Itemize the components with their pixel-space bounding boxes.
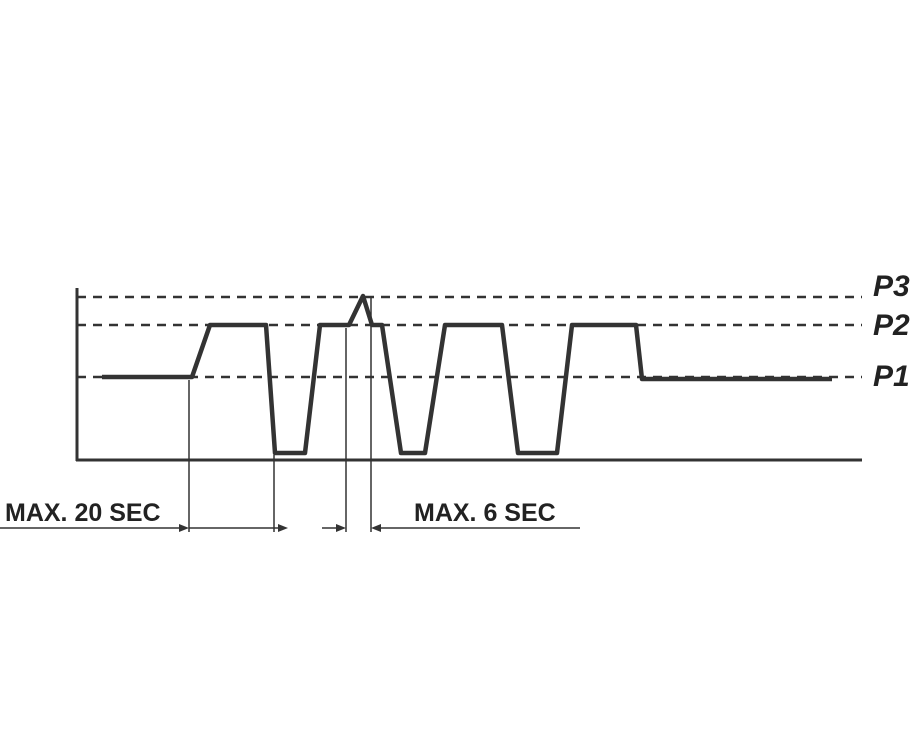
arrowhead xyxy=(336,524,346,532)
level-p3-label: P3 xyxy=(873,270,910,303)
arrowhead xyxy=(371,524,381,532)
level-p2-label: P2 xyxy=(873,309,910,342)
arrowhead xyxy=(179,524,189,532)
dimension-label-20-sec: MAX. 20 SEC xyxy=(5,499,161,527)
level-p1-label: P1 xyxy=(873,360,910,393)
arrowhead xyxy=(278,524,288,532)
pressure-waveform xyxy=(102,293,832,456)
dimension-label-6-sec: MAX. 6 SEC xyxy=(414,499,556,527)
